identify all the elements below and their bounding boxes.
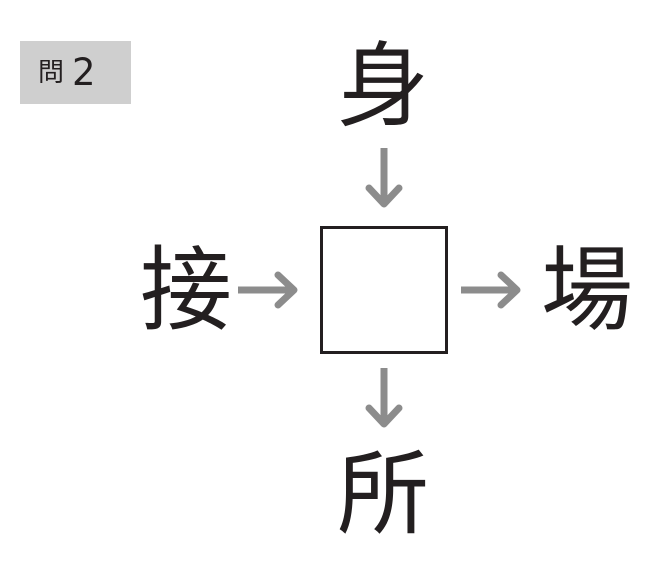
question-number: 2 <box>72 51 96 94</box>
arrow-down-top-icon <box>365 148 403 208</box>
question-label: 問 2 <box>20 41 131 104</box>
arrow-right-left-icon <box>238 271 298 309</box>
answer-box[interactable] <box>320 226 448 354</box>
kanji-right: 場 <box>540 237 633 344</box>
kanji-top: 身 <box>336 33 429 140</box>
arrow-right-right-icon <box>461 271 521 309</box>
arrow-down-bottom-icon <box>365 368 403 428</box>
question-label-kanji: 問 <box>38 57 65 88</box>
kanji-bottom: 所 <box>336 441 429 548</box>
kanji-left: 接 <box>139 237 232 344</box>
